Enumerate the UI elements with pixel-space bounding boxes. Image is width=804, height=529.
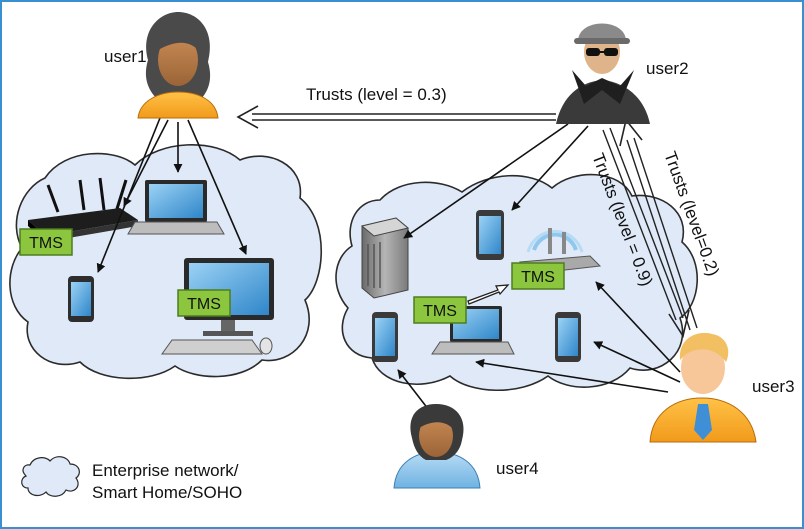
legend-text-line1: Enterprise network/ — [92, 461, 239, 480]
user3-label: user3 — [752, 377, 795, 396]
laptop-icon — [127, 180, 225, 235]
smartphone-icon — [68, 276, 94, 322]
trust-arrow-user2-user3 — [602, 127, 690, 339]
smartphone-icon — [476, 210, 504, 260]
user2-label: user2 — [646, 59, 689, 78]
legend: Enterprise network/ Smart Home/SOHO — [21, 456, 242, 502]
smartphone-icon — [372, 312, 398, 362]
user1-label: user1 — [104, 47, 147, 66]
tms-label: TMS — [521, 269, 555, 286]
control-arrows-user2 — [403, 123, 589, 239]
tms-badge: TMS — [511, 262, 565, 290]
control-arrows-user3 — [475, 281, 681, 393]
tms-label: TMS — [423, 303, 457, 320]
control-arrows-user1 — [96, 117, 247, 273]
smartphone-icon — [555, 312, 581, 362]
tms-label: TMS — [187, 296, 221, 313]
user2-hacker-icon — [556, 23, 650, 124]
tms-label: TMS — [29, 235, 63, 252]
trust-arrow-user2-user1 — [236, 105, 556, 129]
tms-badge: TMS — [413, 296, 467, 324]
legend-cloud-icon — [21, 456, 80, 497]
user3-avatar-icon — [649, 332, 757, 443]
user4-avatar-icon — [393, 404, 481, 489]
trust-label-user2-user1: Trusts (level = 0.3) — [306, 85, 447, 104]
tms-badge: TMS — [19, 228, 73, 256]
user4-label: user4 — [496, 459, 539, 478]
legend-text-line2: Smart Home/SOHO — [92, 483, 242, 502]
server-icon — [360, 217, 410, 299]
tms-badge: TMS — [177, 289, 231, 317]
tms-sync-arrow — [467, 284, 510, 305]
left-network-cloud — [9, 144, 323, 380]
user1-avatar-icon — [137, 12, 219, 119]
